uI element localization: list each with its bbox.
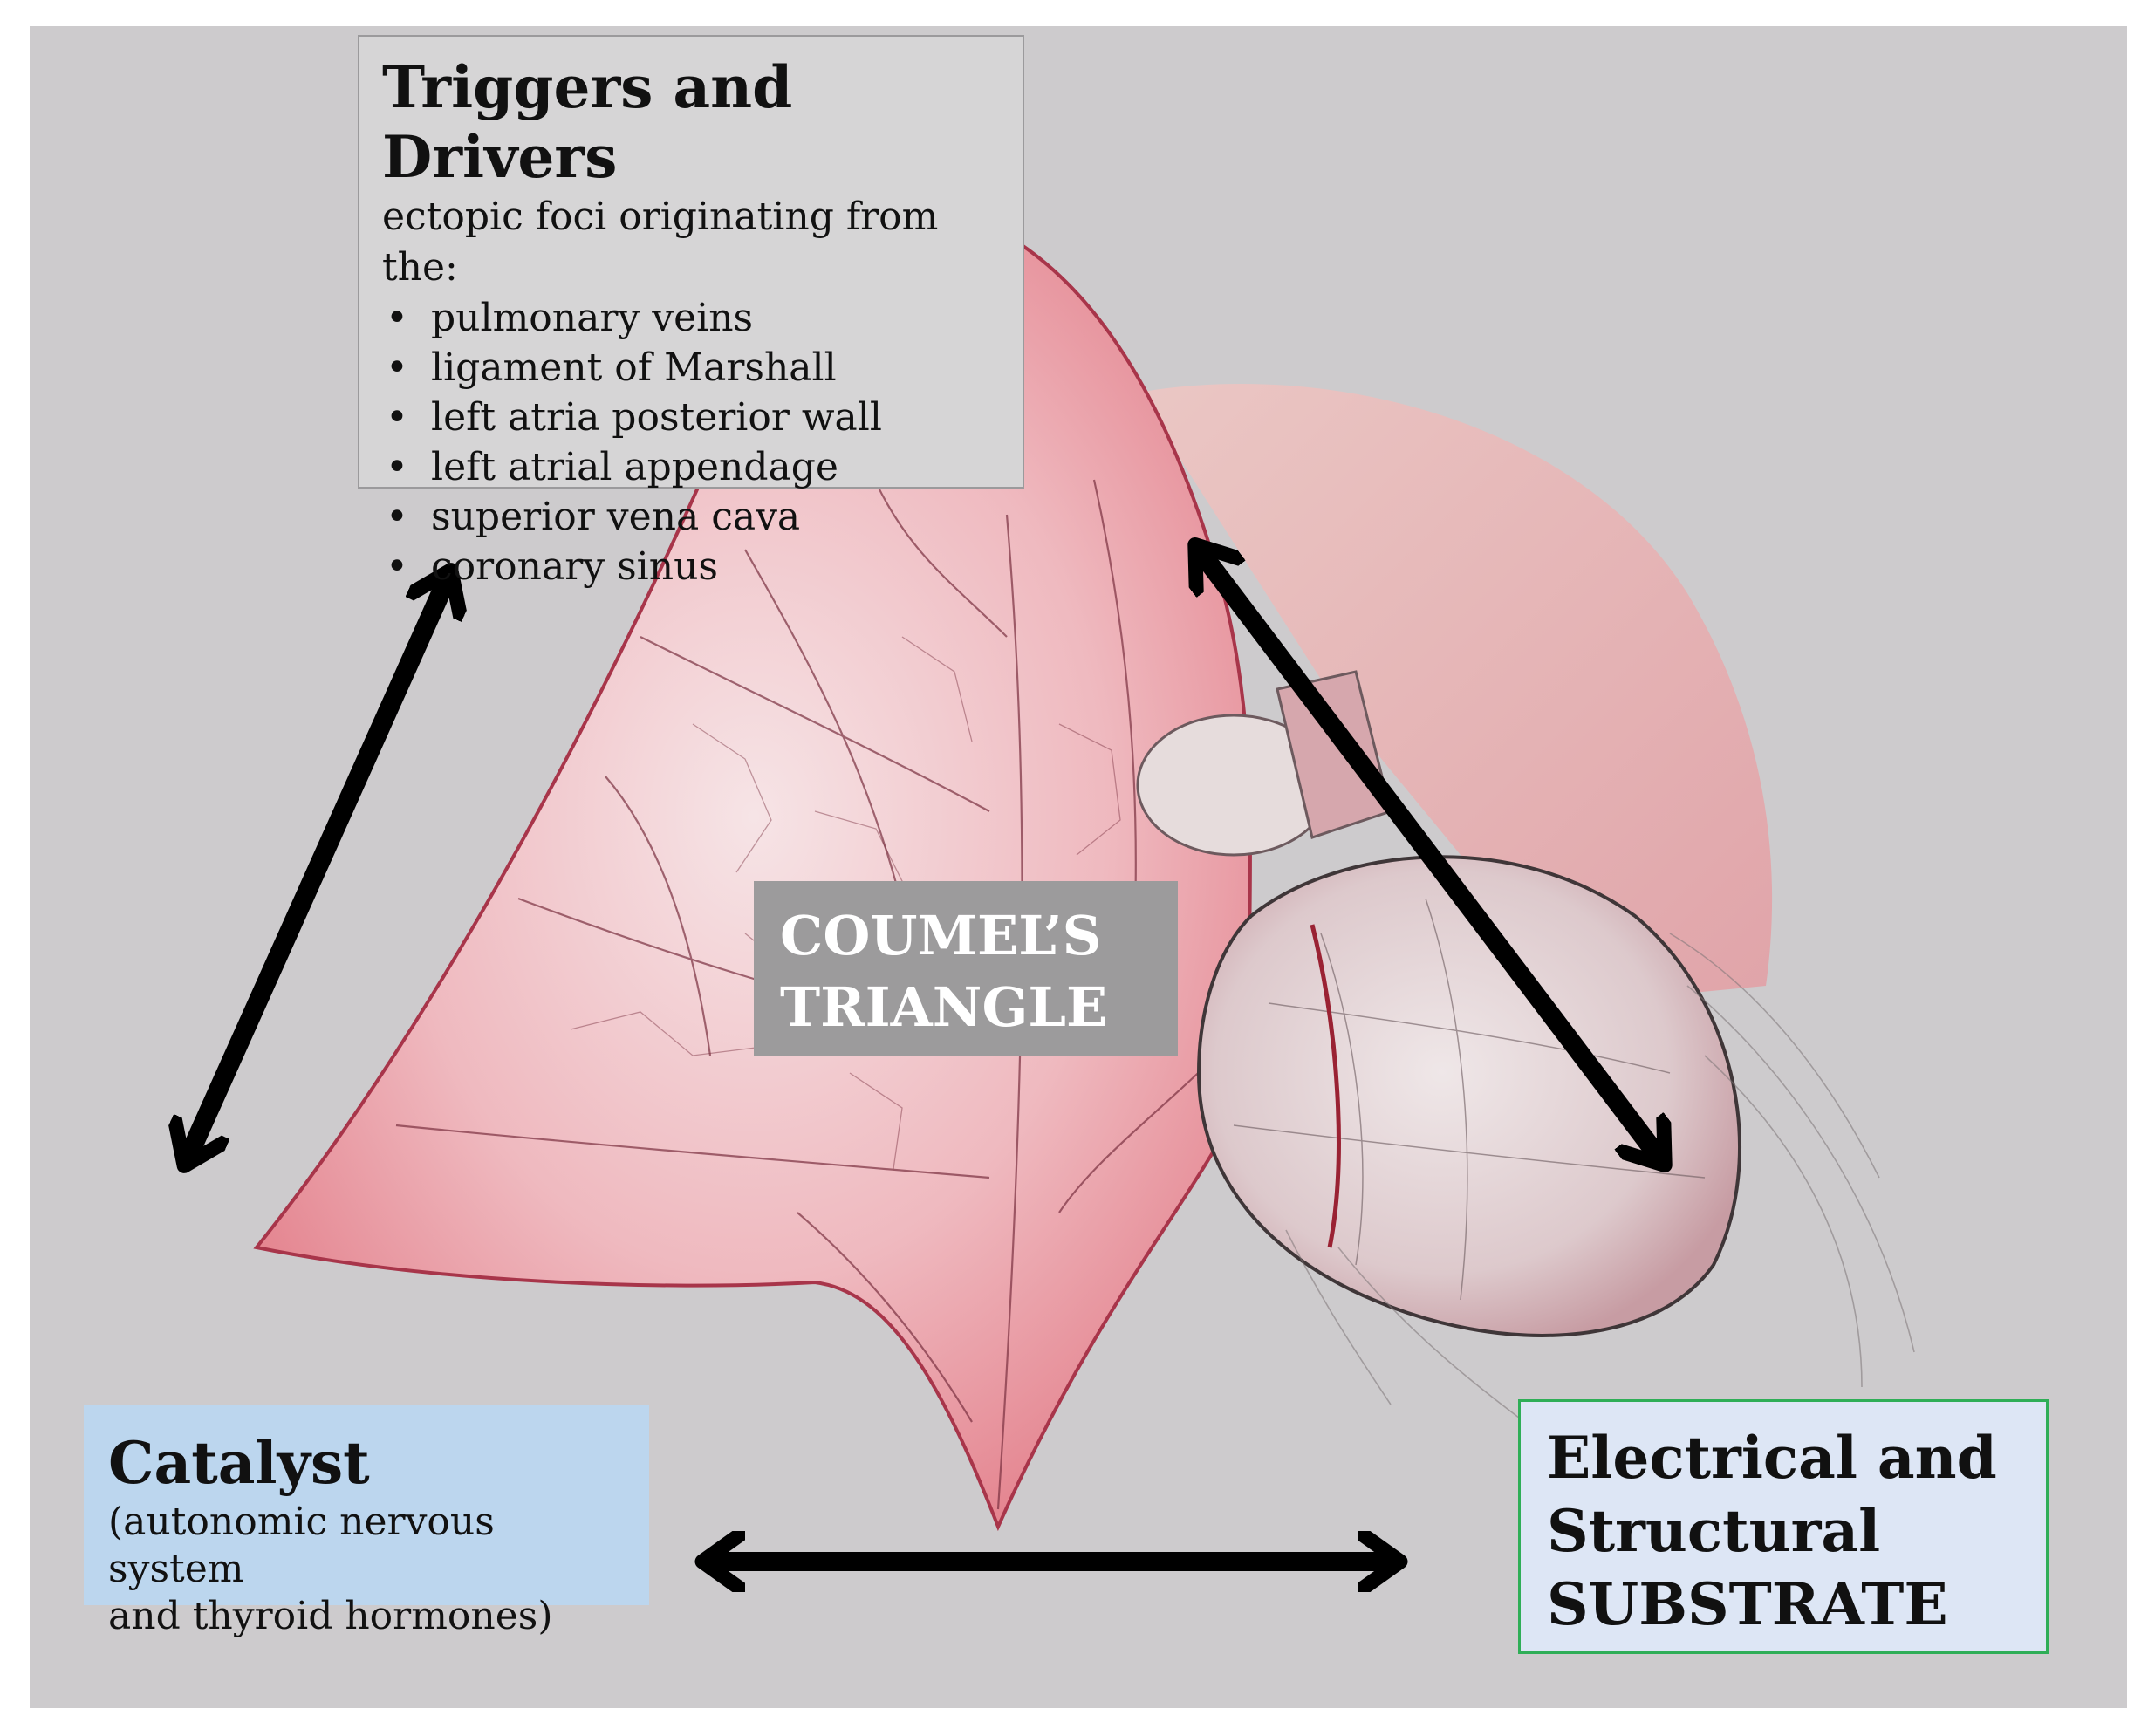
coumels-triangle-label: COUMEL’S TRIANGLE <box>754 881 1178 1056</box>
heart-illustration <box>30 233 1915 1708</box>
list-item: ligament of Marshall <box>382 343 1000 393</box>
list-item: superior vena cava <box>382 492 1000 542</box>
triggers-list: pulmonary veins ligament of Marshall lef… <box>382 293 1000 591</box>
substrate-title: Electrical and Structural SUBSTRATE <box>1547 1421 2020 1641</box>
catalyst-box: Catalyst (autonomic nervous system and t… <box>84 1405 649 1638</box>
center-label-line-1: COUMEL’S <box>780 904 1102 967</box>
substrate-box: Electrical and Structural SUBSTRATE <box>1518 1399 2049 1654</box>
diagram-canvas: Triggers and Drivers ectopic foci origin… <box>30 26 2127 1708</box>
double-arrow-icon <box>187 576 448 1160</box>
list-item: left atria posterior wall <box>382 393 1000 442</box>
list-item: left atrial appendage <box>382 442 1000 492</box>
list-item: pulmonary veins <box>382 293 1000 343</box>
substrate-line-1: Electrical and <box>1547 1424 1997 1492</box>
catalyst-title: Catalyst <box>108 1429 370 1497</box>
list-item: coronary sinus <box>382 542 1000 591</box>
catalyst-description: (autonomic nervous system and thyroid ho… <box>108 1499 625 1640</box>
triggers-and-drivers-box: Triggers and Drivers ectopic foci origin… <box>358 35 1024 591</box>
substrate-line-2: Structural <box>1547 1497 1881 1565</box>
triggers-subtitle: ectopic foci originating from the: <box>382 195 939 290</box>
catalyst-line-1: (autonomic nervous system <box>108 1500 495 1591</box>
catalyst-line-2: and thyroid hormones) <box>108 1594 553 1638</box>
center-label-line-2: TRIANGLE <box>780 975 1108 1039</box>
substrate-line-3: SUBSTRATE <box>1547 1570 1948 1638</box>
double-arrow-icon <box>1199 550 1661 1160</box>
triggers-title: Triggers and Drivers <box>382 53 793 191</box>
